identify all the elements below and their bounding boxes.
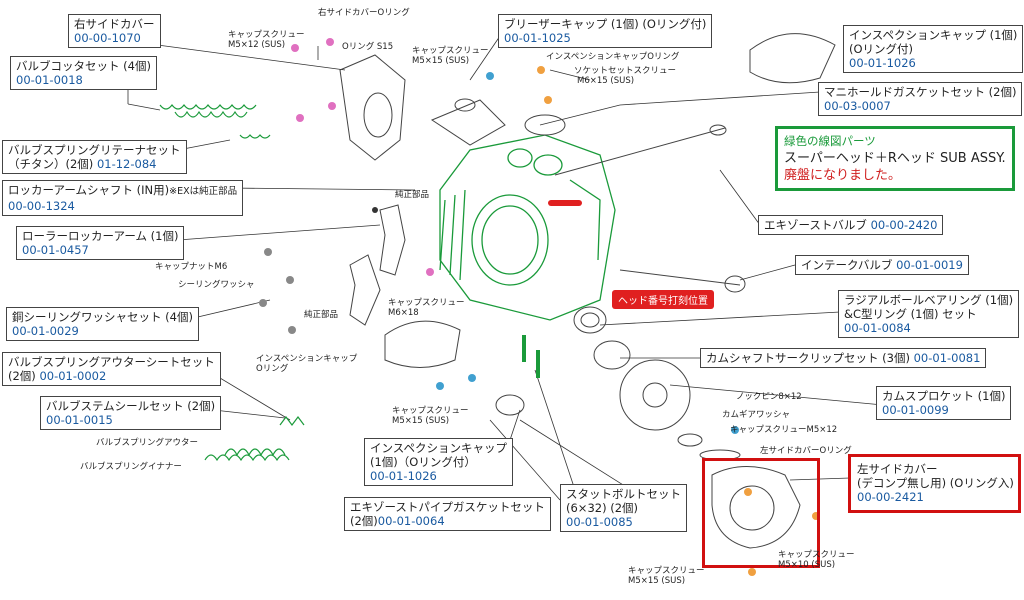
head-number-tag: ヘッド番号打刻位置: [612, 290, 714, 309]
label-genuine-part-1: 純正部品: [395, 190, 430, 200]
highlight-left-side-cover-callout: [848, 454, 1021, 513]
callout-cam-sprocket: カムスプロケット (1個) 00-01-0099: [876, 386, 1012, 420]
label-cam-gear-washer: カムギアワッシャ: [722, 410, 791, 420]
callout-radial-ball-bearing: ラジアルボールベアリング (1個) &C型リング (1個) セット 00-01-…: [838, 290, 1020, 338]
valve-spring-top-green: [159, 104, 271, 139]
discontinued-notice: 緑色の線図パーツ スーパーヘッド＋Rヘッド SUB ASSY. 廃盤になりました…: [775, 126, 1015, 191]
callout-inspection-cap-top: インスペクションキャップ (1個) (Oリング付) 00-01-1026: [843, 25, 1024, 73]
label-left-cover-oring: 左サイドカバーOリング: [760, 446, 852, 456]
label-sealing-washer: シーリングワッシャ: [178, 280, 255, 290]
callout-intake-valve: インテークバルブ 00-01-0019: [795, 255, 969, 275]
label-cap-nut-m6: キャップナットM6: [155, 262, 228, 272]
cylinder-head-green: [439, 134, 616, 321]
valve-spring-bottom-green: [204, 416, 305, 462]
stud-bolts-green: [522, 335, 540, 378]
head-number-marker: [548, 200, 582, 206]
callout-right-side-cover: 右サイドカバー 00-00-1070: [68, 14, 161, 48]
callout-copper-sealing-washer: 銅シーリングワッシャセット (4個) 00-01-0029: [6, 307, 199, 341]
label-oring-s15: Oリング S15: [342, 42, 394, 52]
callout-manifold-gasket-set: マニホールドガスケットセット (2個) 00-03-0007: [818, 82, 1023, 116]
callout-inspection-cap-bottom: インスペクションキャップ (1個)（Oリング付） 00-01-1026: [364, 438, 513, 486]
label-valve-spring-outer: バルブスプリングアウター: [96, 438, 199, 448]
callout-valve-stem-seal-set: バルブステムシールセット (2個) 00-01-0015: [40, 396, 222, 430]
callout-exhaust-pipe-gasket: エキゾーストパイプガスケットセット (2個)00-01-0064: [344, 497, 551, 531]
label-inspection-cap-oring: インスペンションキャップOリング: [546, 52, 680, 62]
label-genuine-part-2: 純正部品: [304, 310, 339, 320]
callout-exhaust-valve: エキゾーストバルブ 00-00-2420: [758, 215, 944, 235]
callout-valve-cotter-set: バルブコッタセット (4個) 00-01-0018: [10, 56, 157, 90]
callout-valve-spring-retainer-set: バルブスプリングリテーナセット （チタン）(2個) 01-12-084: [2, 140, 187, 174]
callout-roller-rocker-arm: ローラーロッカーアーム (1個) 00-01-0457: [16, 226, 185, 260]
label-valve-spring-inner: バルブスプリングイナナー: [80, 462, 182, 472]
label-cap-screw-m5x12-right: キャップスクリューM5×12: [730, 425, 838, 435]
parts-lineart: [339, 33, 836, 549]
highlight-left-side-cover-part: [702, 458, 820, 568]
leader-lines: [127, 35, 884, 506]
label-knock-pin: ノックピン8×12: [736, 392, 802, 402]
callout-left-side-cover: 左サイドカバー (デコンプ無し用) (Oリング入) 00-00-2421: [852, 460, 1019, 506]
callout-stud-bolt-set: スタットボルトセット (6×32) (2個) 00-01-0085: [560, 484, 687, 532]
callout-rocker-arm-shaft: ロッカーアームシャフト (IN用)※EXは純正部品 00-00-1324: [2, 180, 244, 216]
callout-breather-cap: ブリーザーキャップ (1個) (Oリング付) 00-01-1025: [498, 14, 713, 48]
callout-valve-spring-outer-seat: バルブスプリングアウターシートセット (2個) 00-01-0002: [2, 352, 221, 386]
callout-camshaft-circlip-set: カムシャフトサークリップセット (3個) 00-01-0081: [700, 348, 987, 368]
label-right-cover-oring: 右サイドカバーOリング: [318, 8, 410, 18]
